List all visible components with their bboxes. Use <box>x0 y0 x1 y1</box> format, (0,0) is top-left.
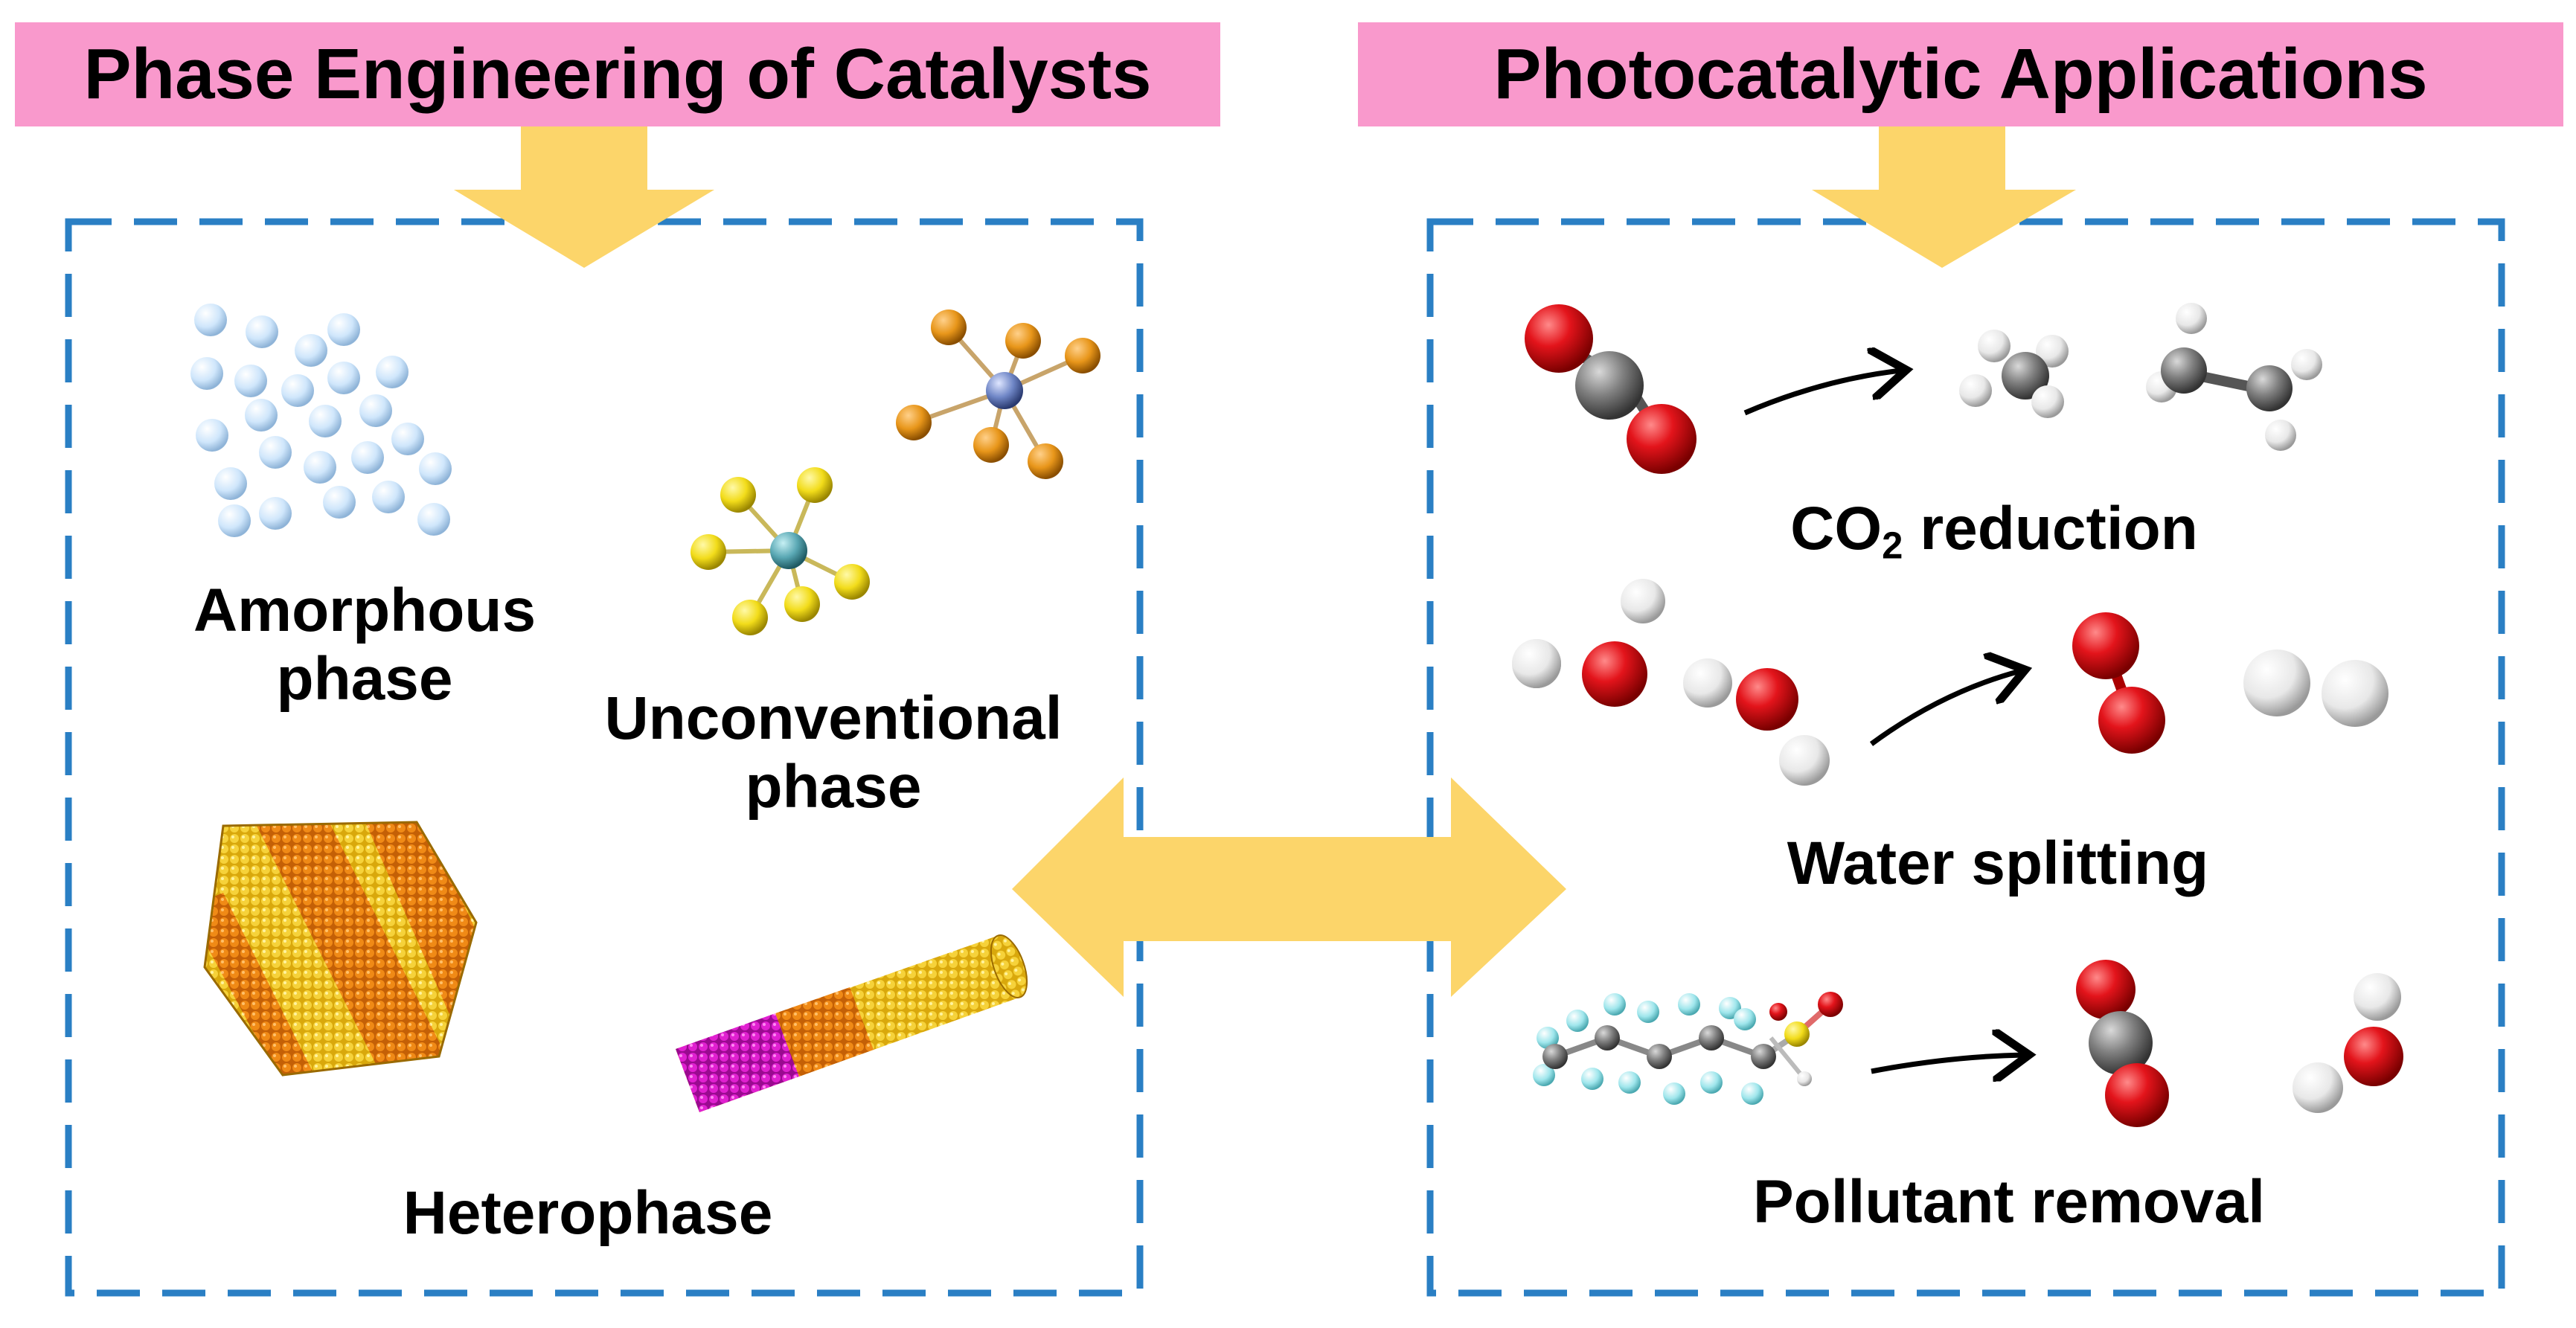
left-down-arrow <box>454 126 714 268</box>
water-molecule-2 <box>1683 658 1830 786</box>
co2-product-molecule <box>2076 960 2169 1127</box>
co2-reaction-arrow <box>1743 371 1901 416</box>
water-product-molecule <box>2293 973 2403 1113</box>
label-co2-subscript: 2 <box>1882 524 1903 567</box>
c2h4-molecule <box>2146 303 2322 451</box>
heterophase-nanoparticle <box>203 821 478 1077</box>
amorphous-spheres <box>190 304 452 537</box>
octahedral-blue-molecule <box>896 309 1100 479</box>
o2-molecule <box>2072 612 2165 754</box>
water-molecule-1 <box>1512 579 1665 707</box>
label-co2-prefix: CO <box>1790 495 1883 562</box>
pollutant-reaction-arrow <box>1871 1055 2024 1071</box>
label-amorphous-phase: Amorphous phase <box>134 577 595 713</box>
label-amorphous-line2: phase <box>276 644 453 713</box>
label-unconventional-line1: Unconventional <box>604 684 1063 752</box>
label-co2-reduction: CO2 reduction <box>1704 495 2284 568</box>
header-photocatalytic-applications: Photocatalytic Applications <box>1358 22 2563 126</box>
label-heterophase: Heterophase <box>403 1179 773 1247</box>
ch4-molecule <box>1959 330 2069 418</box>
octahedral-teal-molecule <box>691 467 870 635</box>
header-phase-engineering: Phase Engineering of Catalysts <box>15 22 1220 126</box>
label-unconventional-phase: Unconventional phase <box>565 684 1101 821</box>
label-amorphous-line1: Amorphous <box>193 577 536 644</box>
double-arrow <box>1012 777 1566 997</box>
label-co2-suffix: reduction <box>1903 495 2198 562</box>
right-down-arrow <box>1812 126 2076 268</box>
water-reaction-arrow <box>1869 671 2020 746</box>
label-pollutant-removal: Pollutant removal <box>1752 1168 2266 1236</box>
heterophase-nanorod <box>676 934 1028 1112</box>
pollutant-molecule <box>1533 992 1843 1105</box>
co2-molecule <box>1525 304 1696 474</box>
label-water-splitting: Water splitting <box>1787 830 2209 897</box>
h2-molecule <box>2243 649 2388 727</box>
label-unconventional-line2: phase <box>745 752 922 821</box>
